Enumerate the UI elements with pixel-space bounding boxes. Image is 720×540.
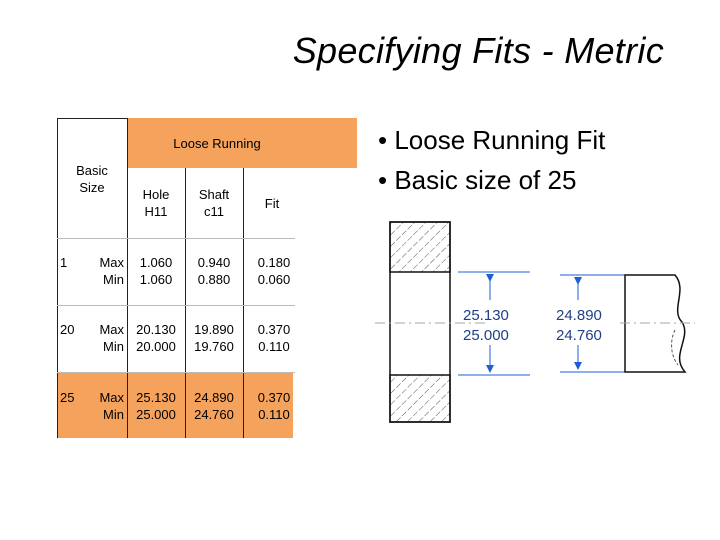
row-size: 1: [60, 255, 68, 270]
shaft-max-dim: 24.890: [556, 307, 602, 324]
basic-size-header: Basic Size: [76, 163, 108, 195]
column-header-fit: Fit: [264, 196, 280, 211]
bullet-item: • Loose Running Fit: [378, 125, 606, 155]
fit-drawing: 25.130 25.000 24.890 24.760: [375, 221, 695, 423]
column-header-shaft: Shaft c11: [198, 187, 230, 219]
table-divider-size: [127, 118, 128, 438]
table-left-border: [57, 118, 58, 438]
shaft-profile: [620, 274, 695, 373]
table-row-divider-1: [57, 238, 295, 239]
shaft-dimension: 24.890 24.760: [556, 274, 670, 373]
row-size: 20: [60, 322, 75, 337]
hole-max-dim: 25.130: [463, 307, 509, 324]
highlighted-row-edge: [285, 372, 293, 438]
column-header-hole: Hole H11: [142, 187, 170, 219]
table-header-highlight: [127, 118, 307, 168]
bullet-item: • Basic size of 25: [378, 165, 577, 195]
table-divider-shaft: [243, 168, 244, 438]
table-header-highlight-extension: [307, 118, 357, 168]
table-divider-hole: [185, 168, 186, 438]
slide-title: Specifying Fits - Metric: [292, 30, 664, 71]
group-header: Loose Running: [173, 136, 261, 151]
table-row-divider-3: [57, 372, 295, 373]
shaft-min-dim: 24.760: [556, 327, 602, 344]
hole-min-dim: 25.000: [463, 327, 509, 344]
row-size: 25: [60, 390, 75, 405]
table-top-border: [57, 118, 127, 119]
table-row-divider-2: [57, 305, 295, 306]
highlighted-row-background: [57, 372, 285, 438]
hole-dimension: 25.130 25.000: [458, 271, 530, 376]
bullet-list: • Loose Running Fit • Basic size of 25: [378, 120, 605, 200]
hole-section: [375, 221, 485, 423]
